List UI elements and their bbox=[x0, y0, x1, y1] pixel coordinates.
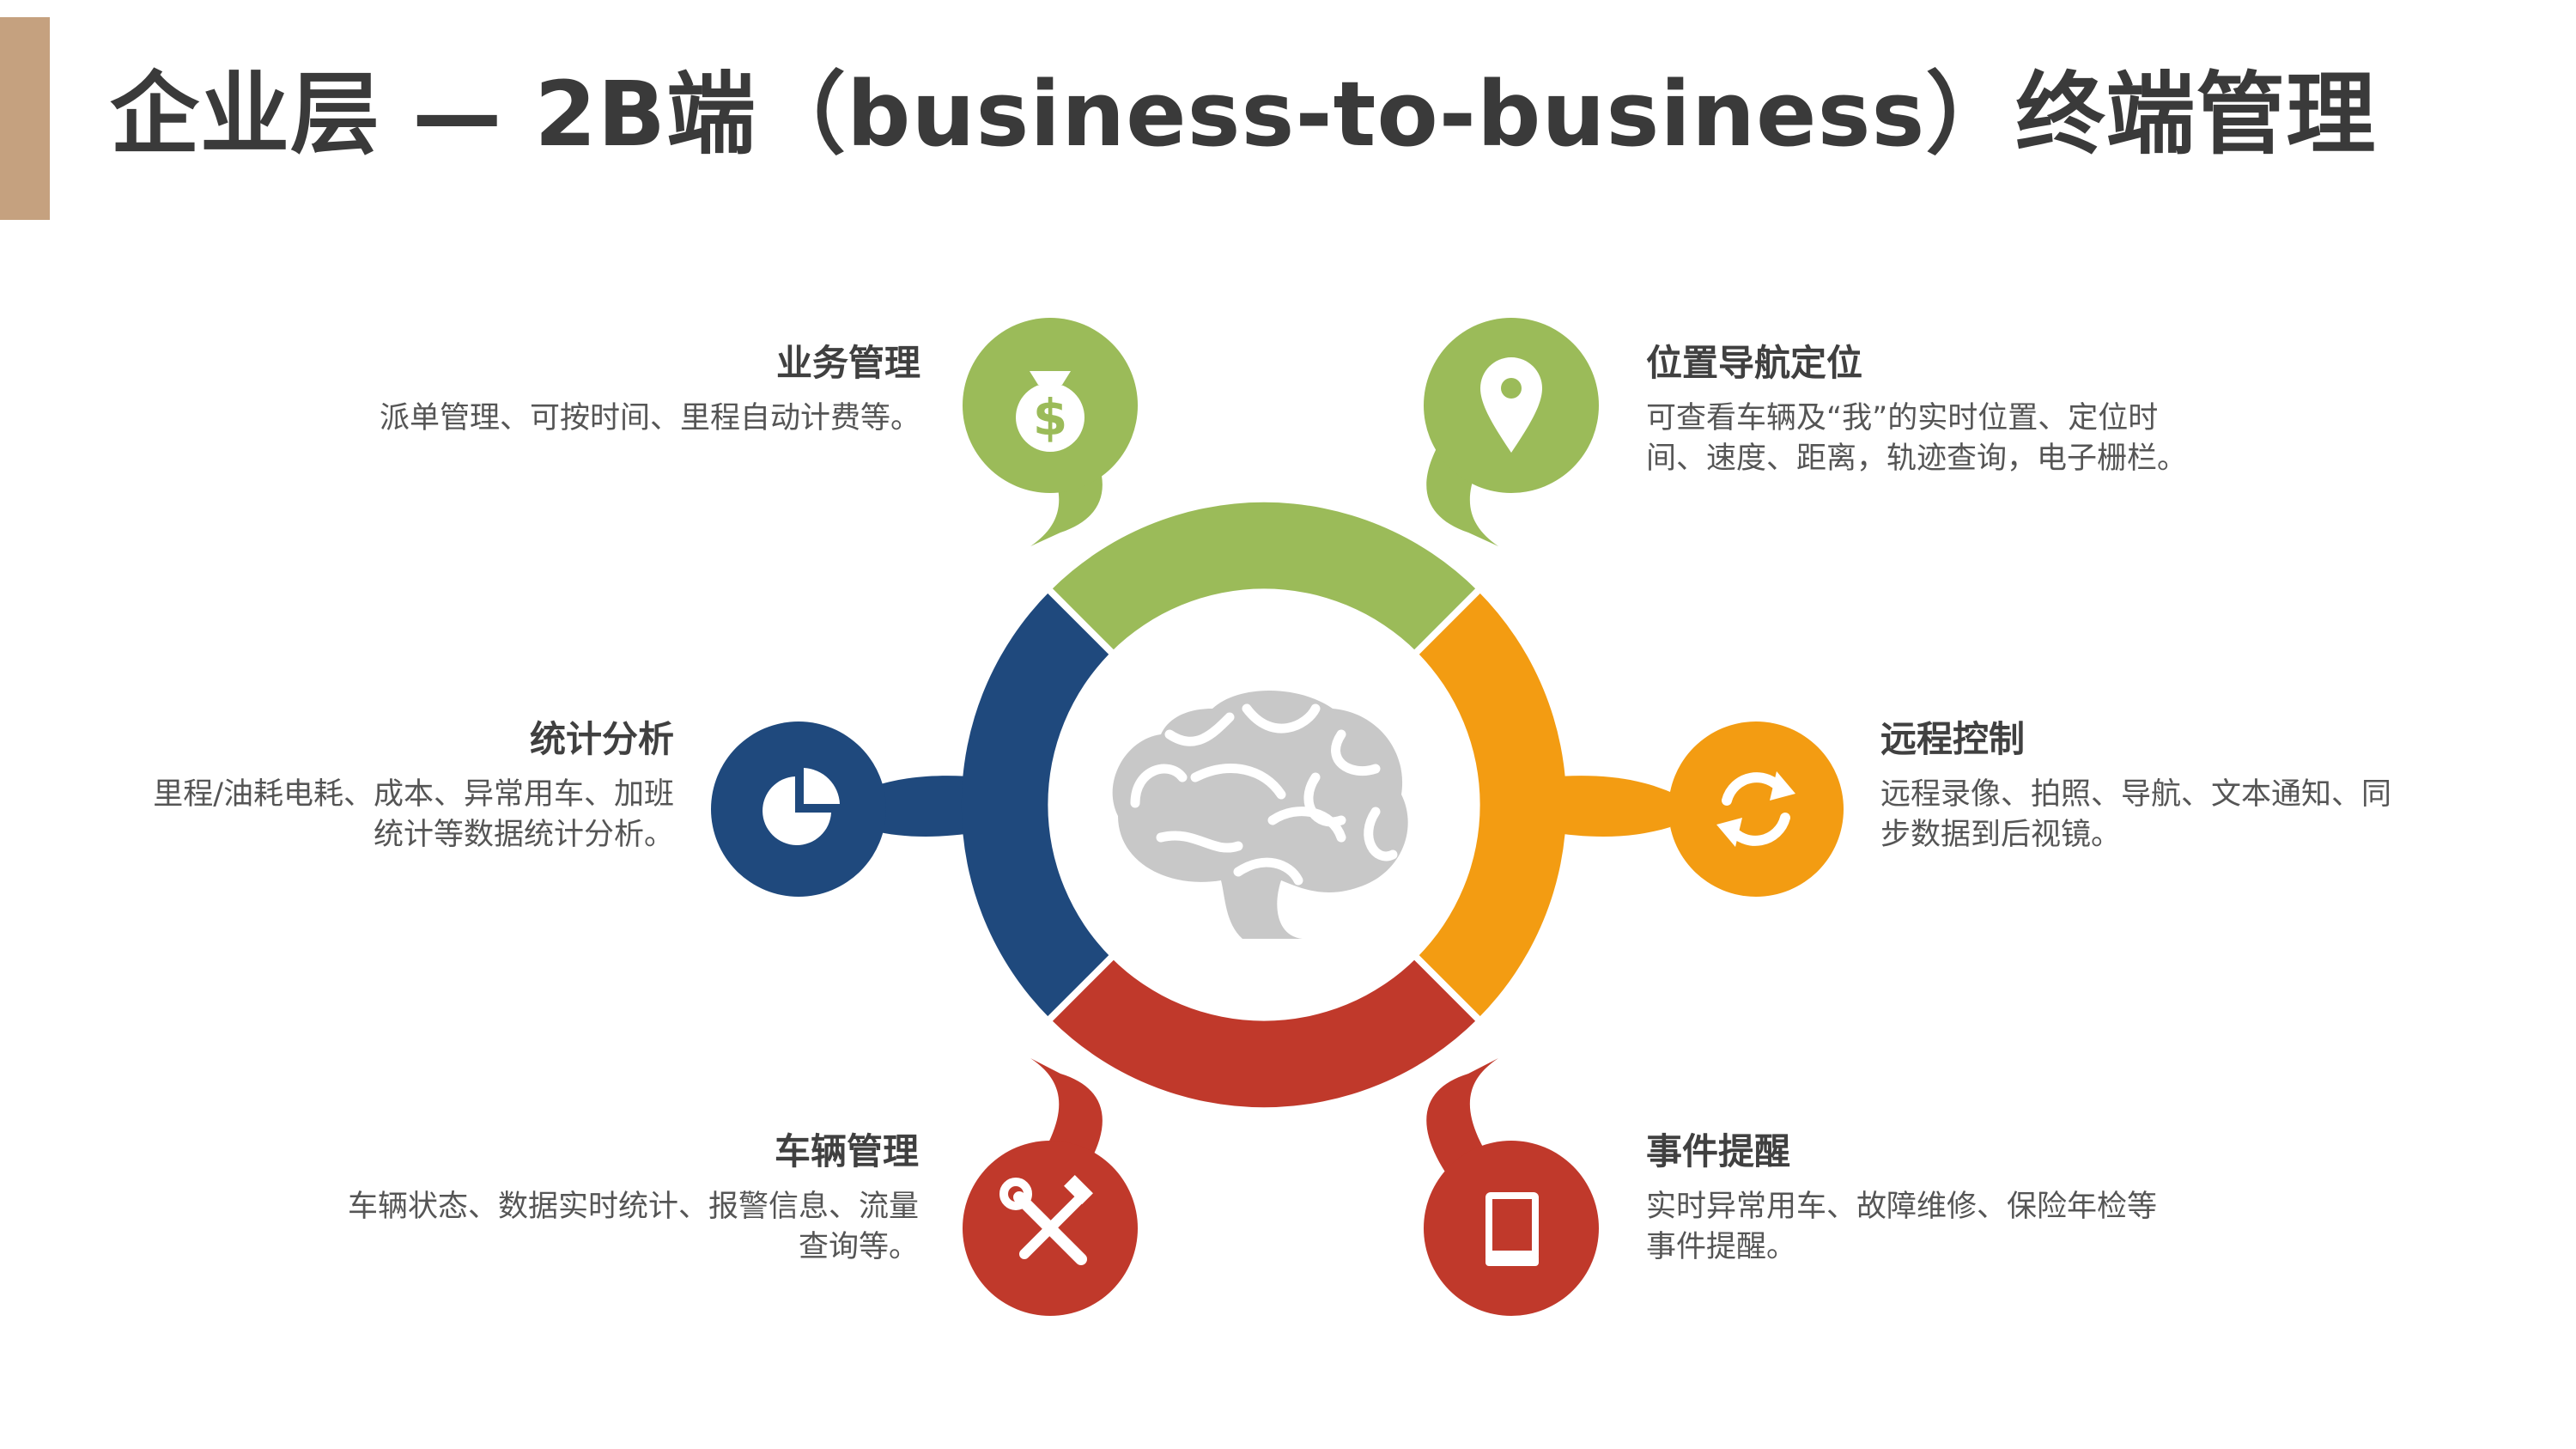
ring-segment-top bbox=[1050, 502, 1478, 652]
item-desc: 远程录像、拍照、导航、文本通知、同步数据到后视镜。 bbox=[1880, 777, 2392, 853]
node-statistics-analysis[interactable] bbox=[711, 721, 886, 897]
node-location-navigation[interactable] bbox=[1424, 318, 1599, 493]
item-desc: 里程/油耗电耗、成本、异常用车、加班统计等数据统计分析。 bbox=[153, 777, 674, 853]
item-desc: 实时异常用车、故障维修、保险年检等事件提醒。 bbox=[1646, 1190, 2158, 1265]
book-icon bbox=[1485, 1192, 1539, 1266]
item-vehicle-management: 车辆管理 车辆状态、数据实时统计、报警信息、流量查询等。 bbox=[326, 1130, 919, 1268]
ring-segment-left bbox=[961, 591, 1111, 1019]
item-desc: 可查看车辆及“我”的实时位置、定位时间、速度、距离，轨迹查询，电子栅栏。 bbox=[1646, 401, 2188, 477]
ring-segment-right bbox=[1417, 591, 1567, 1019]
item-title: 位置导航定位 bbox=[1646, 342, 1863, 384]
connector-right bbox=[1546, 776, 1670, 837]
title-accent-bar bbox=[0, 17, 50, 220]
item-title: 事件提醒 bbox=[1646, 1130, 1791, 1172]
brain-icon bbox=[1112, 691, 1408, 939]
refresh-icon bbox=[1716, 771, 1795, 847]
node-event-reminder[interactable] bbox=[1424, 1141, 1599, 1316]
connector-left bbox=[859, 776, 983, 837]
pie-chart-icon bbox=[762, 768, 840, 845]
page-title: 企业层 — 2B端（business-to-business）终端管理 bbox=[110, 62, 2377, 167]
item-remote-control: 远程控制 远程录像、拍照、导航、文本通知、同步数据到后视镜。 bbox=[1880, 718, 2404, 855]
location-pin-icon bbox=[1480, 357, 1542, 453]
item-location-navigation: 位置导航定位 可查看车辆及“我”的实时位置、定位时间、速度、距离，轨迹查询，电子… bbox=[1646, 342, 2188, 479]
node-remote-control[interactable] bbox=[1668, 721, 1844, 897]
item-title: 统计分析 bbox=[529, 718, 674, 760]
item-title: 车辆管理 bbox=[774, 1130, 919, 1172]
item-statistics-analysis: 统计分析 里程/油耗电耗、成本、异常用车、加班统计等数据统计分析。 bbox=[129, 718, 674, 855]
svg-text:$: $ bbox=[1033, 388, 1067, 447]
item-business-management: 业务管理 派单管理、可按时间、里程自动计费等。 bbox=[319, 342, 920, 439]
node-business-management[interactable]: $ bbox=[963, 318, 1138, 493]
money-bag-icon: $ bbox=[1016, 371, 1084, 452]
ring-segment-bottom bbox=[1050, 958, 1478, 1108]
node-vehicle-management[interactable] bbox=[963, 1141, 1138, 1316]
item-title: 业务管理 bbox=[775, 342, 920, 384]
item-desc: 车辆状态、数据实时统计、报警信息、流量查询等。 bbox=[347, 1190, 919, 1265]
item-desc: 派单管理、可按时间、里程自动计费等。 bbox=[379, 401, 920, 436]
item-event-reminder: 事件提醒 实时异常用车、故障维修、保险年检等事件提醒。 bbox=[1646, 1130, 2178, 1268]
tools-icon bbox=[999, 1175, 1093, 1265]
item-title: 远程控制 bbox=[1880, 718, 2026, 760]
